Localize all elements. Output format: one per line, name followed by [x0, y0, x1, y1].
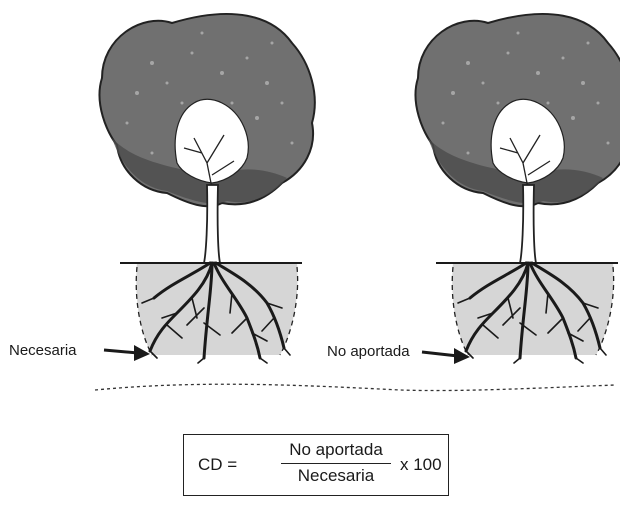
arrow-left	[104, 345, 150, 361]
depth-line	[95, 384, 615, 390]
formula-denominator: Necesaria	[281, 465, 391, 487]
fraction-bar	[281, 463, 391, 464]
formula-box: CD = No aportada Necesaria x 100	[183, 434, 449, 496]
arrow-right	[422, 348, 470, 364]
left-tree	[100, 14, 315, 363]
label-no-aportada: No aportada	[327, 343, 410, 360]
formula-multiplier: x 100	[400, 455, 442, 475]
right-tree	[416, 14, 620, 363]
label-necesaria: Necesaria	[9, 342, 77, 359]
formula-lhs: CD =	[198, 455, 237, 475]
formula-fraction: No aportada Necesaria	[281, 439, 391, 487]
formula-numerator: No aportada	[281, 439, 391, 461]
